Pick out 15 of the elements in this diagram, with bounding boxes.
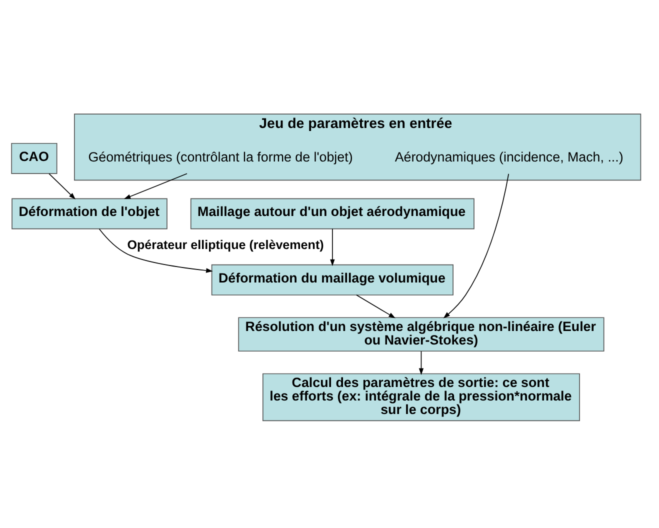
node-box: Calcul des paramètres de sortie: ce sont les efforts (ex: intégrale de la pression*normale sur le corps) [262, 373, 580, 422]
node-box: Maillage autour d'un objet aérodynamique [190, 198, 474, 230]
node-box: CAO [11, 142, 58, 174]
arrow [48, 173, 76, 200]
node-box: Résolution d'un système algébrique non-linéaire (Euler ou Navier-Stokes) [238, 317, 604, 352]
node-box: Déformation de l'objet [12, 198, 168, 230]
node-text: Aérodynamiques (incidence, Mach, ...) [394, 150, 624, 165]
arrow [418, 350, 424, 375]
edge-label: Opérateur elliptique (relèvement) [127, 238, 324, 252]
node-box: Déformation du maillage volumique [211, 264, 454, 296]
arrow [124, 173, 188, 200]
arrow [330, 228, 335, 266]
arrow [98, 228, 213, 273]
arrow [356, 294, 396, 318]
node-text: Géométriques (contrôlant la forme de l'objet) [88, 150, 353, 165]
